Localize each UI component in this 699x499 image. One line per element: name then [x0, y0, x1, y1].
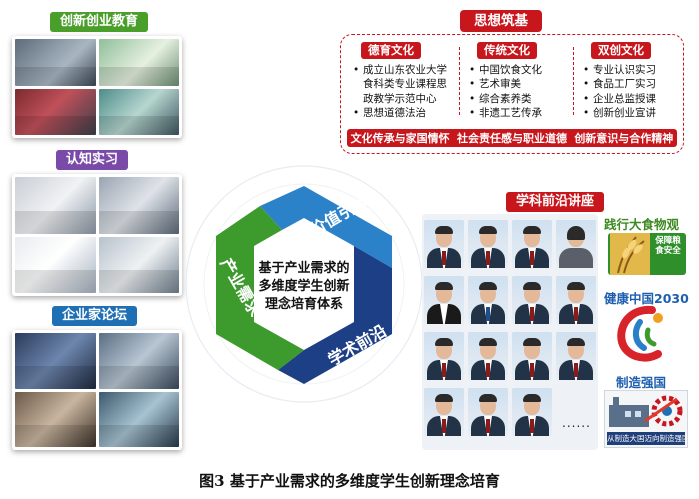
speaker-portrait: [424, 276, 464, 324]
figure-caption: 图3 基于产业需求的多维度学生创新理念培育: [199, 472, 500, 490]
center-core: [256, 222, 352, 346]
photo-lecture-hall: [15, 88, 96, 135]
center-title-line2: 多维度学生创新: [258, 278, 349, 294]
values-outcome-band: 文化传承与家国情怀 社会责任感与职业道德 创新意识与合作精神: [347, 129, 677, 147]
photo-forum-screen: [98, 391, 179, 447]
healthy-china-label: 健康中国2030: [604, 291, 689, 306]
academic-frontier-segment: [278, 246, 392, 384]
moral-culture-list: •成立山东农业大学 食科类专业课程思 政教学示范中心 •思想道德法治: [353, 63, 447, 120]
entrepreneur-forum-tag: 企业家论坛: [52, 306, 138, 326]
photo-forum-speaker: [15, 391, 96, 447]
food-badge-text: 保障粮食安全: [655, 236, 681, 256]
photo-presentation-1: [98, 39, 179, 86]
speaker-portrait: [512, 220, 552, 268]
speaker-portrait: [556, 276, 596, 324]
list-item: •食品工厂实习: [583, 78, 656, 91]
internship-photo-grid: [12, 174, 182, 296]
list-item: •中国饮食文化: [469, 64, 542, 76]
speaker-portrait: [512, 332, 552, 380]
factory-gear-icon: [609, 395, 683, 427]
values-foundation-tag: 思想筑基: [460, 10, 542, 32]
innovation-culture-title: 双创文化: [591, 42, 651, 59]
photo-classroom-1: [15, 39, 96, 86]
value-guide-segment: [260, 186, 392, 268]
column-divider: [573, 47, 574, 115]
speaker-portrait: [556, 220, 596, 268]
outcome-heritage: 文化传承与家国情怀: [350, 132, 450, 145]
speaker-portrait: [424, 388, 464, 436]
list-item: 政教学示范中心: [363, 92, 437, 105]
photo-group-visit: [98, 177, 179, 234]
list-item: •思想道德法治: [353, 106, 426, 119]
innovation-photo-grid: [12, 36, 182, 138]
speaker-portrait: [468, 276, 508, 324]
speaker-portrait: [468, 220, 508, 268]
more-speakers-ellipsis: ......: [562, 416, 591, 430]
list-item: •非遗工艺传承: [469, 106, 542, 119]
list-item: 食科类专业课程思: [363, 78, 447, 91]
healthy-china-logo-icon: [617, 305, 663, 362]
list-item: •企业总监授课: [583, 92, 656, 105]
speaker-portrait: [512, 276, 552, 324]
traditional-culture-title: 传统文化: [477, 42, 537, 59]
manufacturing-power-label: 制造强国: [616, 375, 667, 390]
photo-forum-stage: [15, 333, 96, 389]
speaker-portrait: [512, 388, 552, 436]
forum-photo-grid: [12, 330, 182, 450]
industry-demand-segment: [216, 206, 304, 370]
frontier-lecture-tag: 学科前沿讲座: [506, 192, 605, 212]
photo-lab-coats: [15, 236, 96, 293]
food-security-badge: 保障粮食安全: [608, 233, 686, 275]
outcome-responsibility: 社会责任感与职业道德: [456, 132, 567, 145]
speaker-portrait: [556, 332, 596, 380]
wheat-icon: [610, 233, 650, 275]
left-panel: 创新创业教育 认知实习 企业家论坛: [8, 0, 184, 470]
center-hexagon-diagram: 价值引领 学术前沿 产业需求 基于产业需求的 多维度学生创新 理念培育体系: [185, 165, 423, 403]
list-item: •成立山东农业大学: [353, 64, 447, 76]
values-foundation-box: 德育文化 传统文化 双创文化 •成立山东农业大学 食科类专业课程思 政教学示范中…: [340, 34, 684, 154]
speaker-portrait: [468, 332, 508, 380]
photo-meeting: [98, 88, 179, 135]
column-divider: [459, 47, 460, 115]
speaker-portrait: [424, 220, 464, 268]
photo-forum-audience: [98, 333, 179, 389]
center-title-line3: 理念培育体系: [265, 296, 343, 312]
manufacturing-subtitle: 从制造大国迈向制造强国: [607, 432, 685, 445]
list-item: •艺术审美: [469, 78, 521, 91]
moral-culture-title: 德育文化: [361, 42, 421, 59]
traditional-culture-list: •中国饮食文化 •艺术审美 •综合素养类 •非遗工艺传承: [469, 63, 542, 120]
photo-lab-instrument: [98, 236, 179, 293]
center-title-line1: 基于产业需求的: [257, 260, 349, 276]
innovation-culture-list: •专业认识实习 •食品工厂实习 •企业总监授课 •创新创业宣讲: [583, 63, 656, 120]
cognitive-internship-tag: 认知实习: [56, 150, 129, 170]
list-item: •创新创业宣讲: [583, 106, 656, 119]
lecture-portrait-panel: ......: [422, 214, 598, 450]
manufacturing-image: 从制造大国迈向制造强国: [604, 390, 688, 448]
speaker-portrait: [424, 332, 464, 380]
food-view-label: 践行大食物观: [604, 217, 680, 232]
list-item: •综合素养类: [469, 92, 532, 105]
outcome-innovation: 创新意识与合作精神: [574, 132, 674, 145]
speaker-portrait: [468, 388, 508, 436]
photo-factory-visit: [15, 177, 96, 234]
list-item: •专业认识实习: [583, 64, 656, 76]
innovation-education-tag: 创新创业教育: [50, 12, 149, 32]
